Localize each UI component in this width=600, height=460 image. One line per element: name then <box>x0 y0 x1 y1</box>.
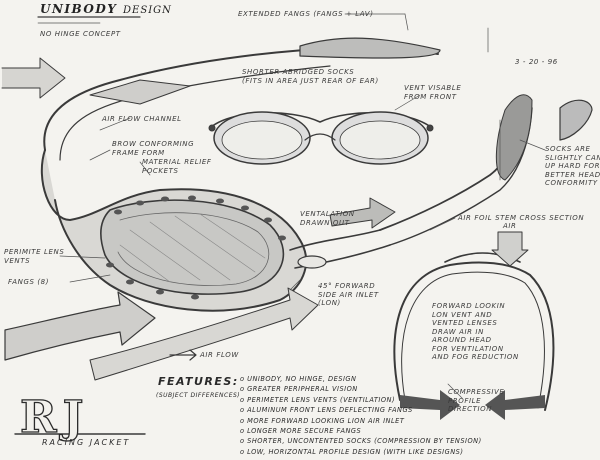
feature-item: ALUMINUM FRONT LENS DEFLECTING FANGS <box>240 405 482 415</box>
label-material-relief: MATERIAL RELIEF POCKETS <box>142 158 212 175</box>
label-vent-visible: VENT VISABLE FROM FRONT <box>404 84 461 101</box>
label-no-hinge: NO HINGE CONCEPT <box>40 30 121 39</box>
label-air-foil: AIR FOIL STEM CROSS SECTION <box>458 214 584 223</box>
label-perimeter-vents: PERIMITE LENS VENTS <box>4 248 64 265</box>
feature-item: LONGER MORE SECURE FANGS <box>240 426 482 436</box>
label-air: AIR <box>503 222 517 231</box>
title-sub: DESIGN <box>123 5 172 16</box>
label-air-flow: AIR FLOW <box>200 351 239 360</box>
label-shorter-socks: SHORTER ABRIDGED SOCKS (FITS IN AREA JUS… <box>242 68 379 85</box>
feature-item: SHORTER, UNCONTENTED SOCKS (COMPRESSION … <box>240 436 482 446</box>
feature-item: GREATER PERIPHERAL VISION <box>240 384 482 394</box>
feature-item: LOW, HORIZONTAL PROFILE DESIGN (WITH LIK… <box>240 447 482 457</box>
label-air-flow-channel: AIR FLOW CHANNEL <box>102 115 182 124</box>
sheet-title: UNIBODY DESIGN <box>40 2 172 16</box>
logo-subtitle: RACING JACKET <box>42 438 130 447</box>
feature-item: UNIBODY, NO HINGE, DESIGN <box>240 374 482 384</box>
features-list: UNIBODY, NO HINGE, DESIGN GREATER PERIPH… <box>240 374 482 457</box>
features-title: FEATURES: <box>158 375 239 388</box>
label-socks-note: SOCKS ARE SLIGHTLY CANTED UP HARD FOR BE… <box>545 145 600 188</box>
front-view-glasses <box>209 112 433 164</box>
label-forward-air: 45° FORWARD SIDE AIR INLET (LON) <box>318 282 379 308</box>
feature-item: MORE FORWARD LOOKING LION AIR INLET <box>240 416 482 426</box>
feature-item: PERIMETER LENS VENTS (VENTILATION) <box>240 395 482 405</box>
label-ventilation: VENTALATION DRAWN OUT <box>300 210 355 227</box>
label-brow-form: BROW CONFORMING FRAME FORM <box>112 140 194 157</box>
label-top-view-note: FORWARD LOOKIN LON VENT AND VENTED LENSE… <box>432 302 519 362</box>
sock-detail-drawing <box>560 100 592 140</box>
rj-logo: RJ <box>20 392 89 443</box>
title-main: UNIBODY <box>40 2 117 16</box>
label-fangs: FANGS (8) <box>8 278 49 287</box>
features-subtitle: (SUBJECT DIFFERENCES) <box>156 392 240 399</box>
label-extended-fangs: EXTENDED FANGS (FANGS + LAV) <box>238 10 374 19</box>
sketch-date: 3 - 20 - 96 <box>515 58 558 67</box>
